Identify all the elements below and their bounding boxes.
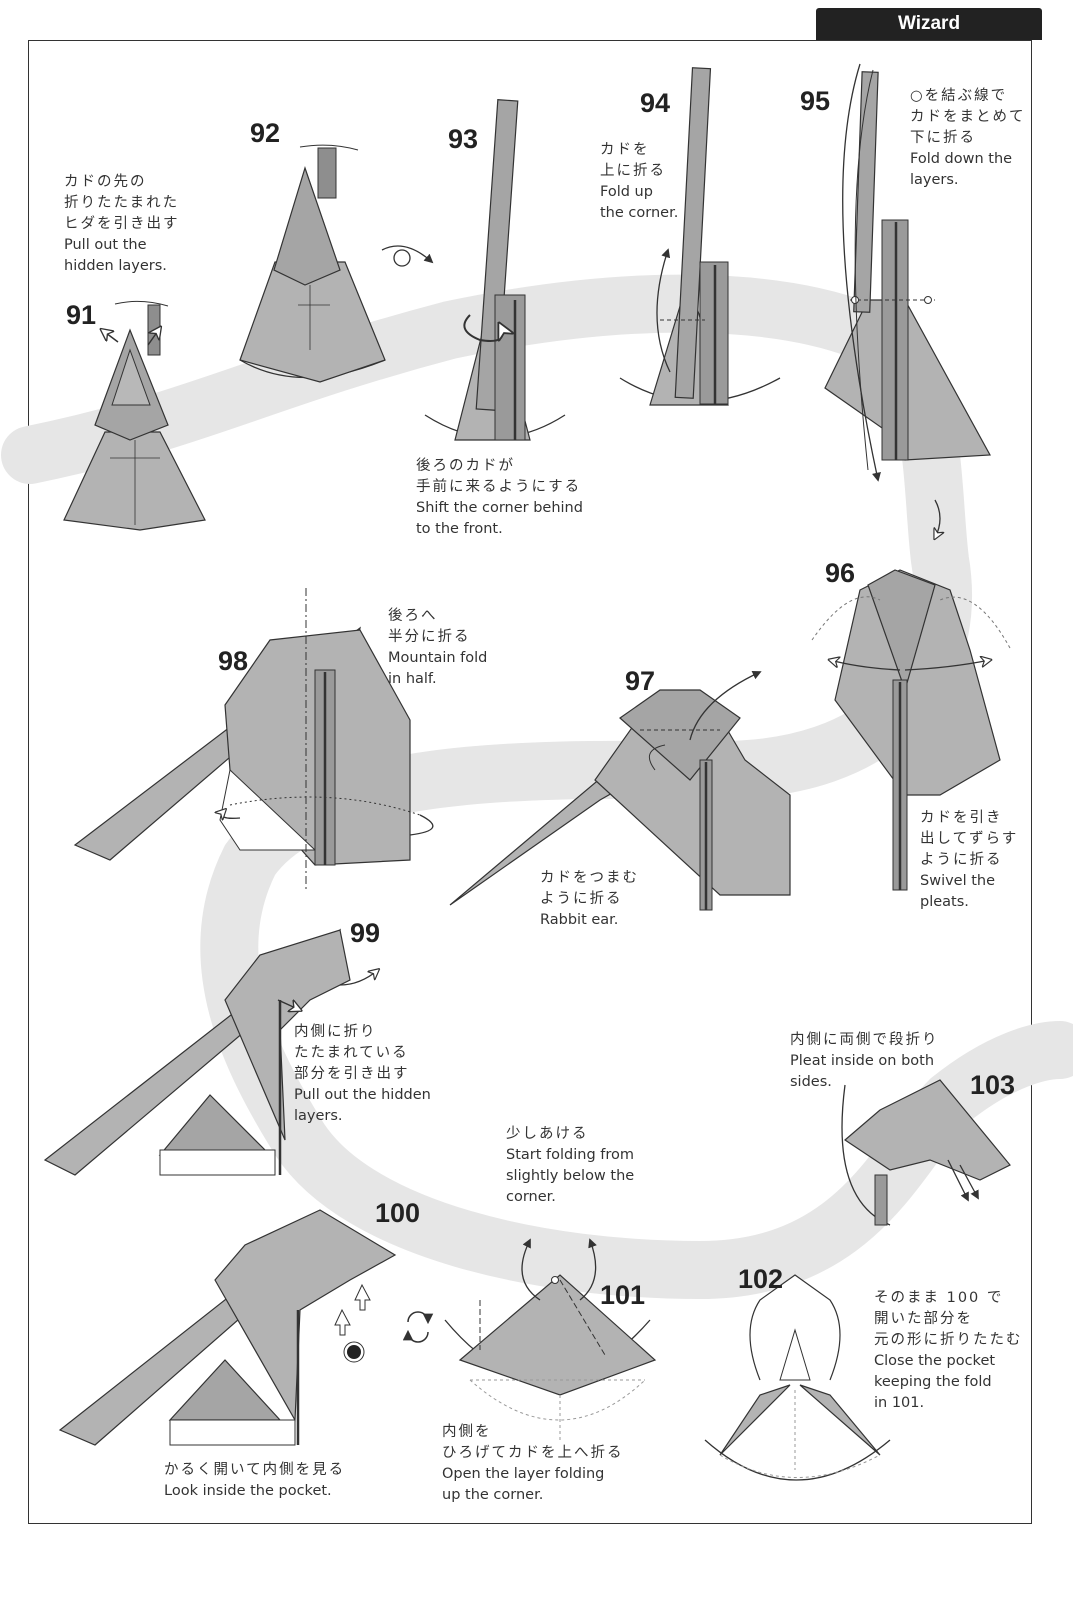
page-frame — [28, 40, 1032, 1524]
model-100 — [58, 1209, 397, 1446]
caption-97: カドをつまむ ように折る Rabbit ear. — [540, 870, 639, 928]
model-91 — [63, 300, 206, 531]
caption-95: ○を結ぶ線で カドをまとめて 下に折る Fold down the layers… — [910, 88, 1026, 188]
step-number-93: 93 — [448, 124, 479, 154]
chapter-title: Wizard — [897, 13, 961, 34]
caption-101-bottom: 内側を ひろげてカドを上へ折る Open the layer folding u… — [442, 1424, 624, 1503]
model-102 — [704, 1274, 891, 1481]
model-97 — [449, 670, 791, 911]
step-number-96: 96 — [825, 558, 856, 588]
model-93 — [424, 99, 566, 441]
model-94 — [619, 67, 781, 406]
caption-96: カドを引き 出してずらす ように折る Swivel the pleats. — [920, 810, 1019, 910]
step-number-101: 101 — [600, 1280, 646, 1310]
caption-94: カドを 上に折る Fold up the corner. — [600, 142, 679, 221]
step-number-94: 94 — [640, 88, 671, 118]
step-number-99: 99 — [350, 918, 381, 948]
step-number-100: 100 — [375, 1198, 421, 1228]
caption-99: 内側に折り たたまれている 部分を引き出す Pull out the hidde… — [294, 1024, 431, 1124]
step-number-92: 92 — [250, 118, 281, 148]
model-99 — [43, 928, 378, 1176]
eye-icon — [343, 1341, 365, 1363]
step-number-98: 98 — [218, 646, 249, 676]
step-number-95: 95 — [800, 86, 831, 116]
flow-arrow-95-96 — [935, 499, 940, 538]
turn-over-symbol-92 — [381, 245, 434, 267]
step-number-97: 97 — [625, 666, 656, 696]
model-92 — [239, 144, 386, 383]
rotate-icon — [402, 1311, 434, 1343]
model-101 — [444, 1238, 657, 1440]
step-number-103: 103 — [970, 1070, 1016, 1100]
model-98 — [73, 588, 434, 890]
chapter-tab: Wizard — [816, 8, 1042, 40]
caption-103: 内側に両側で段折り Pleat inside on both sides. — [790, 1032, 939, 1090]
caption-91: カドの先の 折りたたまれた ヒダを引き出す Pull out the hidde… — [64, 174, 180, 274]
caption-98: 後ろへ 半分に折る Mountain fold in half. — [388, 608, 488, 687]
caption-102: そのまま 100 で 開いた部分を 元の形に折りたたむ Close the po… — [874, 1290, 1023, 1411]
model-95 — [824, 63, 991, 482]
caption-93: 後ろのカドが 手前に来るようにする Shift the corner behin… — [416, 458, 583, 537]
model-96 — [811, 569, 1011, 891]
flow-band — [1, 274, 1073, 1300]
step-number-102: 102 — [738, 1264, 784, 1294]
caption-100: かるく開いて内側を見る Look inside the pocket. — [164, 1462, 346, 1499]
caption-101-top: 少しあける Start folding from slightly below … — [506, 1126, 635, 1205]
model-103 — [841, 1079, 1011, 1226]
step-number-91: 91 — [66, 300, 97, 330]
